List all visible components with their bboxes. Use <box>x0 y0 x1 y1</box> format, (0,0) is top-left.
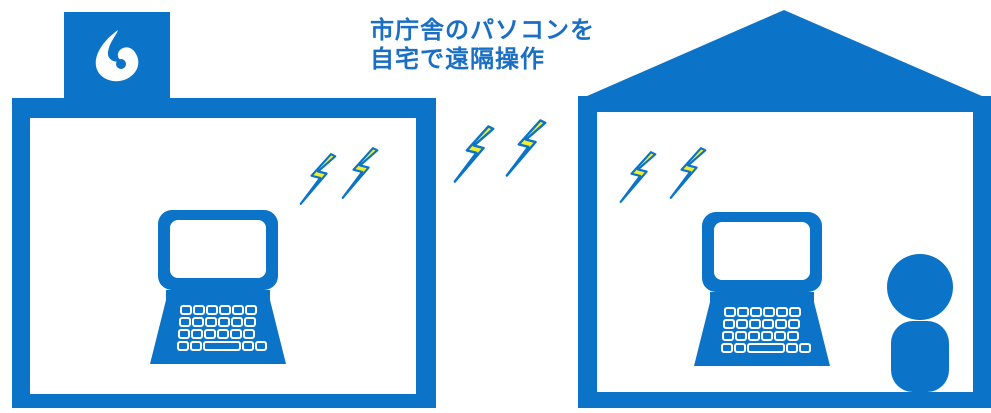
caption-line-1: 市庁舎のパソコンを <box>370 16 595 44</box>
caption-line-2: 自宅で遠隔操作 <box>370 45 545 73</box>
person-body <box>891 321 949 392</box>
laptop-icon <box>693 211 831 367</box>
person-head <box>887 254 953 320</box>
lightning-bolt-icon <box>453 125 495 183</box>
person-icon <box>887 254 953 392</box>
city-hall-tower <box>64 12 170 104</box>
laptop-icon <box>149 209 287 365</box>
house-roof <box>578 10 991 100</box>
lightning-bolt-icon <box>505 119 547 177</box>
caption: 市庁舎のパソコンを 自宅で遠隔操作 <box>370 16 595 74</box>
city-hall-logo-icon <box>95 30 139 82</box>
